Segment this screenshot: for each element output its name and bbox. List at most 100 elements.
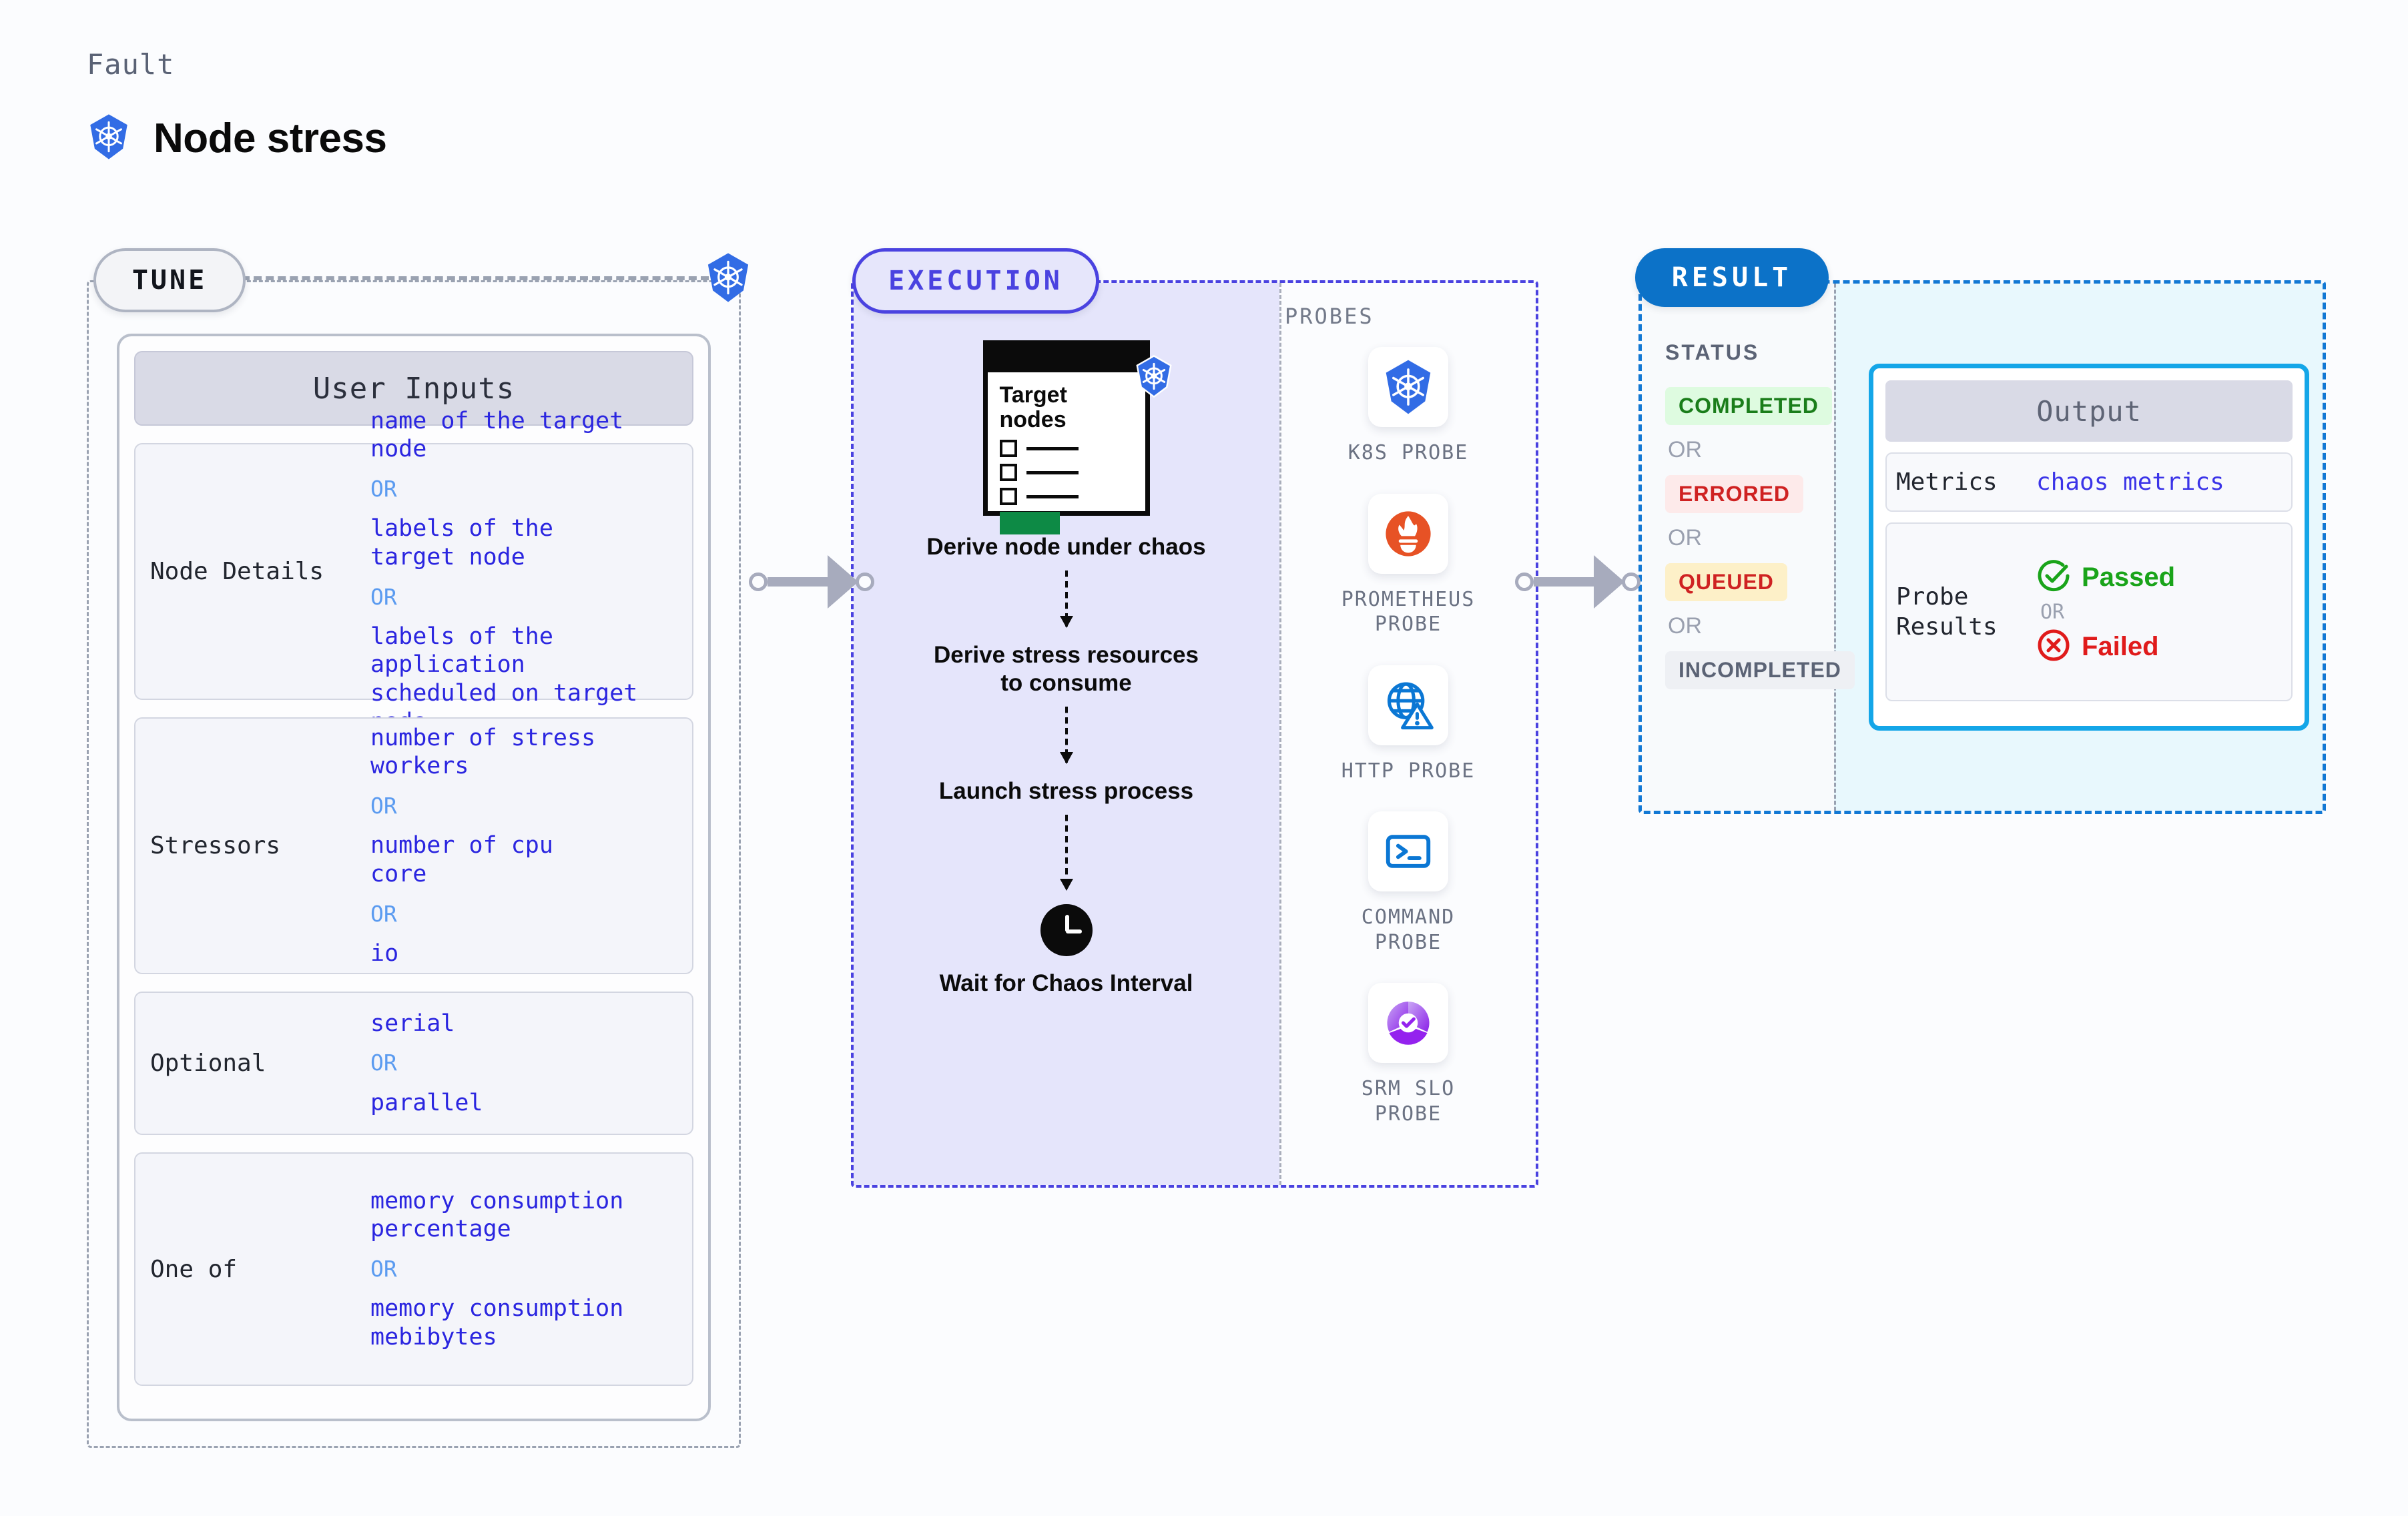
result-pill-label: RESULT <box>1635 248 1829 307</box>
checkbox-icon <box>999 440 1017 458</box>
row-values: serial OR parallel <box>370 1010 685 1118</box>
clock-icon <box>1040 904 1093 956</box>
kubernetes-icon <box>704 252 752 306</box>
fault-eyebrow-label: Fault <box>87 48 175 81</box>
step-label: Wait for Chaos Interval <box>939 970 1193 996</box>
execution-flow: Target nodes Derive node under chaos Der… <box>861 340 1271 998</box>
probe-item-command[interactable]: COMMAND PROBE <box>1308 811 1508 955</box>
row-label: Node Details <box>150 558 324 585</box>
passed-label: Passed <box>2082 562 2176 592</box>
connector-dot <box>1622 573 1640 591</box>
tune-panel <box>87 280 741 1448</box>
output-card: Output Metrics chaos metrics Probe Resul… <box>1869 364 2309 731</box>
probe-label: HTTP PROBE <box>1341 759 1476 783</box>
checkbox-icon <box>999 488 1017 506</box>
or-separator: OR <box>1668 613 1702 639</box>
user-inputs-card: User Inputs Node Details name of the tar… <box>117 334 711 1421</box>
status-section-label: STATUS <box>1665 340 1760 364</box>
connector-execution-to-result <box>1515 555 1640 609</box>
progress-bar <box>999 512 1060 535</box>
probe-item-srm-slo[interactable]: SRM SLO PROBE <box>1308 983 1508 1126</box>
probe-item-k8s[interactable]: K8S PROBE <box>1308 347 1508 466</box>
connector-arrowhead <box>1594 555 1624 609</box>
card-title-bar <box>982 340 1150 372</box>
placeholder-line <box>1026 470 1079 474</box>
or-separator: OR <box>370 792 397 819</box>
kubernetes-icon <box>1368 347 1448 427</box>
input-row-one-of: One of memory consumption percentage OR … <box>134 1152 693 1386</box>
output-label: Metrics <box>1896 468 1998 496</box>
row-value: parallel <box>370 1089 483 1116</box>
status-badge-errored: ERRORED <box>1665 475 1804 513</box>
row-label: Optional <box>150 1050 266 1077</box>
or-separator: OR <box>2040 600 2065 624</box>
checkbox-row <box>999 440 1133 458</box>
row-label: Stressors <box>150 832 281 859</box>
probe-result-failed: Failed <box>2036 628 2175 666</box>
input-row-node-details: Node Details name of the target node OR … <box>134 408 693 735</box>
flow-arrow <box>1059 707 1073 764</box>
probe-label: PROMETHEUS PROBE <box>1341 587 1476 637</box>
prometheus-icon <box>1368 493 1448 574</box>
probe-item-prometheus[interactable]: PROMETHEUS PROBE <box>1308 493 1508 637</box>
row-value: labels of the target node <box>370 515 553 571</box>
step-label: Derive node under chaos <box>926 534 1206 560</box>
output-title: Output <box>1885 380 2293 442</box>
probe-item-http[interactable]: HTTP PROBE <box>1308 665 1508 784</box>
target-nodes-card: Target nodes <box>982 340 1172 535</box>
connector-tune-to-execution <box>749 555 874 609</box>
user-inputs-title: User Inputs <box>134 351 693 426</box>
probe-label: K8S PROBE <box>1347 441 1469 464</box>
row-value: number of cpu core <box>370 832 553 887</box>
status-badge-queued: QUEUED <box>1665 563 1787 601</box>
probe-result-passed: Passed <box>2036 558 2175 597</box>
slo-gauge-icon <box>1368 983 1448 1063</box>
output-value: chaos metrics <box>2036 468 2224 496</box>
or-separator: OR <box>370 583 397 610</box>
execution-probes-divider <box>1279 283 1281 1185</box>
checkbox-icon <box>999 464 1017 482</box>
execution-panel <box>851 280 1538 1188</box>
kubernetes-icon <box>87 113 131 163</box>
connector-bar <box>768 577 828 587</box>
step-label: Derive stress resources to consume <box>934 642 1199 696</box>
connector-dot <box>749 573 768 591</box>
row-value: memory consumption percentage <box>370 1187 624 1243</box>
row-value: memory consumption mebibytes <box>370 1295 624 1351</box>
row-value: io <box>370 939 399 967</box>
probes-list: K8S PROBE PROMETHEUS PROBE <box>1288 347 1528 1126</box>
status-badge-completed: COMPLETED <box>1665 387 1832 425</box>
probe-result-values: Passed OR Failed <box>2036 558 2175 666</box>
or-separator: OR <box>370 475 397 502</box>
placeholder-line <box>1026 494 1079 498</box>
kubernetes-icon <box>1134 355 1174 401</box>
input-row-stressors: Stressors number of stress workers OR nu… <box>134 717 693 974</box>
globe-warning-icon <box>1368 665 1448 745</box>
connector-dot <box>856 573 874 591</box>
check-circle-icon <box>2036 558 2071 597</box>
or-separator: OR <box>370 1255 397 1282</box>
or-separator: OR <box>370 900 397 927</box>
row-value: name of the target node <box>370 407 624 463</box>
execution-pill-label: EXECUTION <box>852 248 1099 314</box>
result-panel <box>1638 280 2326 814</box>
fault-title-row: Node stress <box>87 113 387 163</box>
failed-label: Failed <box>2082 631 2159 661</box>
connector-arrowhead <box>828 555 858 609</box>
input-row-optional: Optional serial OR parallel <box>134 992 693 1135</box>
output-label: Probe Results <box>1896 583 1998 641</box>
page-title: Node stress <box>154 115 387 161</box>
row-values: memory consumption percentage OR memory … <box>370 1187 685 1352</box>
placeholder-line <box>1026 446 1079 450</box>
connector-dot <box>1515 573 1534 591</box>
probe-label: SRM SLO PROBE <box>1361 1077 1456 1126</box>
checkbox-row <box>999 488 1133 506</box>
step-label: Launch stress process <box>938 778 1194 804</box>
output-row-probe-results: Probe Results Passed OR <box>1885 522 2293 701</box>
or-separator: OR <box>370 1050 397 1076</box>
row-value: serial <box>370 1010 455 1037</box>
status-badge-incompleted: INCOMPLETED <box>1665 651 1855 689</box>
tune-pill-label: TUNE <box>93 248 246 312</box>
tune-connector-line <box>242 276 709 280</box>
target-nodes-title: Target nodes <box>999 382 1067 432</box>
